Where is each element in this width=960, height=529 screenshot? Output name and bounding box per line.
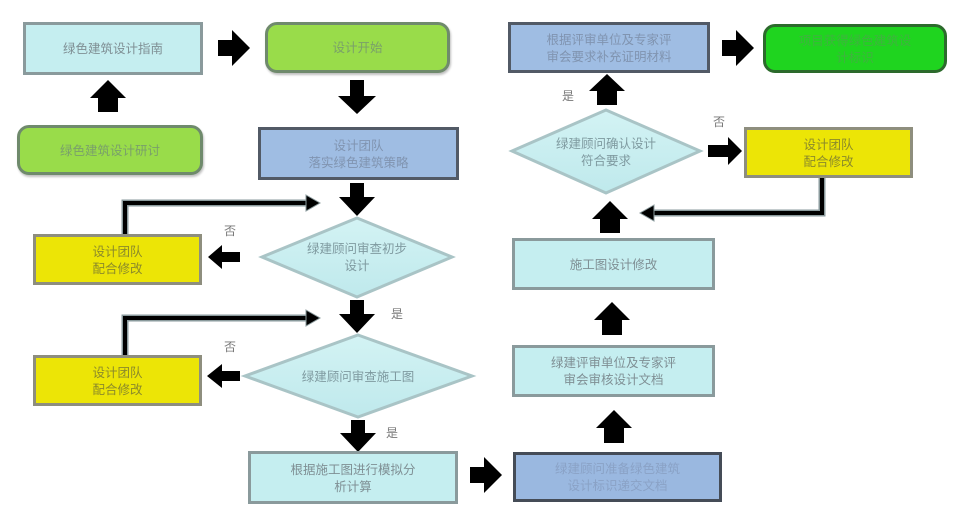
node-prepare-submission-docs[interactable]: 绿建顾问准备绿色建筑 设计标识递交文档 [513,452,722,502]
arrow-down-icon [340,420,376,452]
arrow-up-icon [596,410,632,443]
node-green-building-seminar[interactable]: 绿色建筑设计研讨 [17,125,203,175]
arrow-down-icon [339,300,375,333]
node-simulation-analysis[interactable]: 根据施工图进行模拟分 析计算 [248,451,458,504]
arrow-right-icon [218,30,250,66]
node-team-revise-3[interactable]: 设计团队 配合修改 [744,127,913,178]
label-yes-construction: 是 [386,426,399,440]
arrow-up-icon [589,74,625,105]
arrow-up-icon [594,302,630,335]
decision-review-prelim-text[interactable]: 绿建顾问审查初步 设计 [306,241,407,273]
arrow-left-icon [208,245,240,269]
node-design-start[interactable]: 设计开始 [265,22,450,73]
arrow-left-icon [207,364,240,388]
node-team-implement-strategy[interactable]: 设计团队 落实绿色建筑策略 [258,127,459,180]
node-obtain-green-label[interactable]: 项目获得绿色建筑设 计标识 [763,24,947,73]
label-yes-confirm: 是 [562,89,575,103]
arrow-right-icon [708,137,742,165]
decision-review-construction-text[interactable]: 绿建顾问审查施工图 [301,368,415,384]
arrow-right-icon [722,30,754,66]
arrow-up-icon [90,80,126,112]
decision-diamond-prelim [258,216,456,299]
decision-diamond-confirm [508,108,704,195]
label-no-construction: 否 [224,340,237,354]
label-no-confirm: 否 [713,115,726,129]
decision-confirm-design-text[interactable]: 绿建顾问确认设计 符合要求 [555,136,656,168]
feedback-connector-1 [121,194,322,234]
arrow-down-icon [339,183,375,216]
arrow-up-icon [592,201,628,233]
arrow-down-icon [338,80,376,114]
node-expert-audit-docs[interactable]: 绿建评审单位及专家评 审会审核设计文档 [512,345,715,397]
node-team-revise-2[interactable]: 设计团队 配合修改 [33,355,202,406]
feedback-connector-3 [638,178,826,222]
label-no-prelim: 否 [224,224,237,238]
feedback-connector-2 [121,309,322,355]
node-green-building-guide[interactable]: 绿色建筑设计指南 [23,22,203,75]
node-team-revise-1[interactable]: 设计团队 配合修改 [33,234,202,285]
node-supplement-evidence[interactable]: 根据评审单位及专家评 审会要求补充证明材料 [508,22,710,73]
decision-diamond-construction [240,333,477,419]
node-construction-drawing-revision[interactable]: 施工图设计修改 [512,238,715,290]
arrow-right-icon [470,457,502,493]
label-yes-prelim: 是 [391,307,404,321]
